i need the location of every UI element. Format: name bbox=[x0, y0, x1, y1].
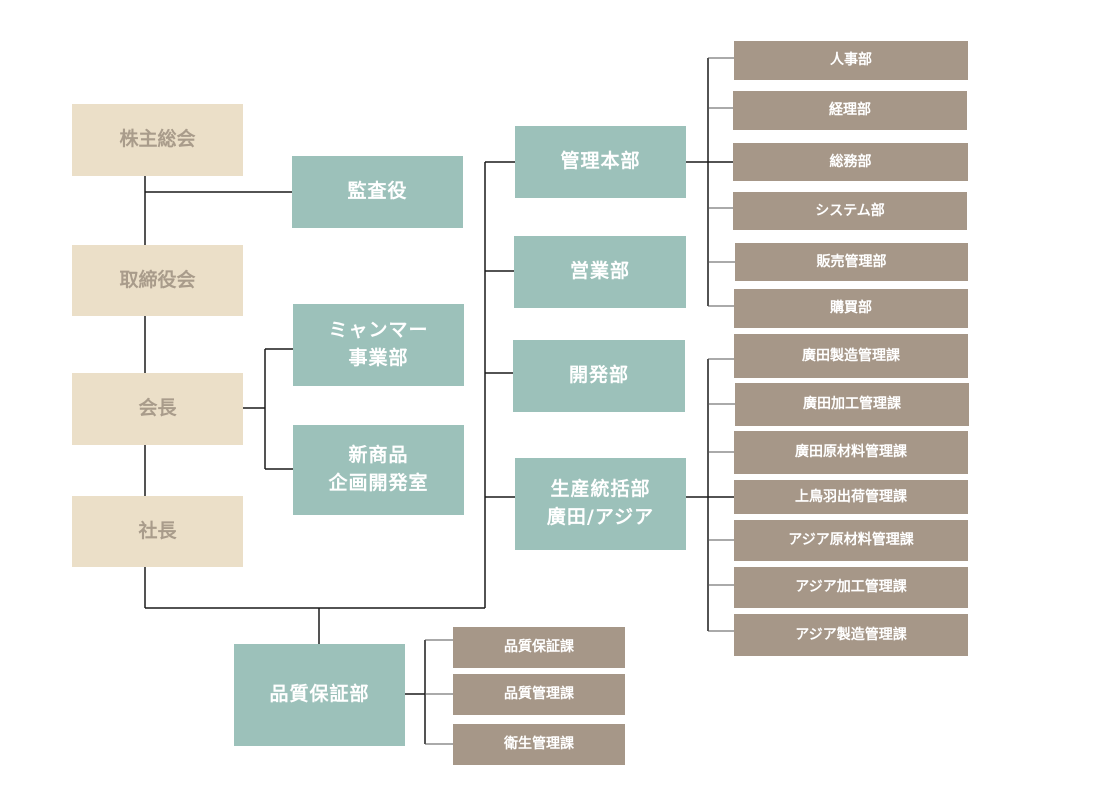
node-label: 人事部 bbox=[830, 52, 872, 69]
node-label: 生産統括部 bbox=[550, 478, 651, 501]
node-label: 廣田製造管理課 bbox=[802, 347, 900, 364]
node-production-section: 上鳥羽出荷管理課 bbox=[734, 480, 968, 514]
node-board-of-directors: 取締役会 bbox=[72, 245, 243, 316]
node-production-section: 廣田加工管理課 bbox=[735, 383, 969, 426]
node-chairman: 会長 bbox=[72, 373, 243, 445]
node-development-department: 開発部 bbox=[513, 340, 685, 412]
node-label: 取締役会 bbox=[119, 268, 196, 291]
node-label: 廣田加工管理課 bbox=[803, 396, 901, 413]
node-production-section: 廣田原材料管理課 bbox=[734, 431, 968, 474]
node-systems-department: システム部 bbox=[733, 192, 967, 230]
node-label: アジア原材料管理課 bbox=[788, 532, 914, 549]
node-accounting-department: 経理部 bbox=[733, 91, 967, 130]
node-label: 廣田原材料管理課 bbox=[795, 444, 907, 461]
node-label: 営業部 bbox=[569, 260, 630, 283]
node-label: 廣田/アジア bbox=[546, 506, 655, 528]
node-quality-section: 品質保証課 bbox=[453, 627, 625, 668]
node-myanmar-division: ミャンマー 事業部 bbox=[293, 304, 464, 386]
node-label: 新商品 bbox=[348, 444, 409, 467]
node-label: 開発部 bbox=[568, 364, 629, 387]
node-label: アジア製造管理課 bbox=[795, 626, 907, 643]
node-label: アジア加工管理課 bbox=[795, 579, 907, 596]
node-label: 経理部 bbox=[829, 102, 871, 119]
node-quality-assurance-division: 品質保証部 bbox=[234, 644, 405, 746]
node-quality-section: 品質管理課 bbox=[453, 674, 625, 715]
node-label: 企画開発室 bbox=[328, 472, 429, 494]
node-production-section: 廣田製造管理課 bbox=[734, 334, 968, 378]
node-label: 会長 bbox=[138, 397, 177, 420]
node-purchasing-department: 購買部 bbox=[734, 289, 968, 328]
node-label: 株主総会 bbox=[119, 128, 196, 151]
node-label: 購買部 bbox=[830, 300, 872, 317]
node-label: 衛生管理課 bbox=[504, 736, 574, 753]
node-hr-department: 人事部 bbox=[734, 41, 968, 80]
node-label: 販売管理部 bbox=[816, 253, 887, 270]
node-label: 上鳥羽出荷管理課 bbox=[795, 488, 907, 505]
node-new-product-planning: 新商品 企画開発室 bbox=[293, 425, 464, 515]
node-production-section: アジア製造管理課 bbox=[734, 614, 968, 656]
node-label: 管理本部 bbox=[560, 150, 641, 173]
node-general-affairs-department: 総務部 bbox=[733, 143, 968, 181]
node-president: 社長 bbox=[72, 496, 243, 567]
node-sales-management-department: 販売管理部 bbox=[735, 243, 968, 281]
node-admin-headquarters: 管理本部 bbox=[515, 126, 686, 198]
node-production-section: アジア原材料管理課 bbox=[734, 520, 968, 561]
node-label: 事業部 bbox=[348, 347, 409, 369]
node-label: 品質保証課 bbox=[504, 639, 574, 656]
node-production-section: アジア加工管理課 bbox=[734, 567, 968, 608]
node-shareholders-meeting: 株主総会 bbox=[72, 104, 243, 176]
node-label: 総務部 bbox=[829, 153, 872, 170]
node-label: 監査役 bbox=[347, 180, 408, 203]
node-label: 品質保証部 bbox=[269, 683, 370, 706]
node-label: システム部 bbox=[815, 202, 885, 219]
node-production-division: 生産統括部 廣田/アジア bbox=[515, 458, 686, 550]
node-auditor: 監査役 bbox=[292, 156, 463, 228]
node-sales-department: 営業部 bbox=[514, 236, 686, 308]
node-label: 品質管理課 bbox=[504, 686, 574, 703]
node-quality-section: 衛生管理課 bbox=[453, 724, 625, 765]
node-label: 社長 bbox=[138, 519, 177, 542]
node-label: ミャンマー bbox=[328, 319, 429, 342]
